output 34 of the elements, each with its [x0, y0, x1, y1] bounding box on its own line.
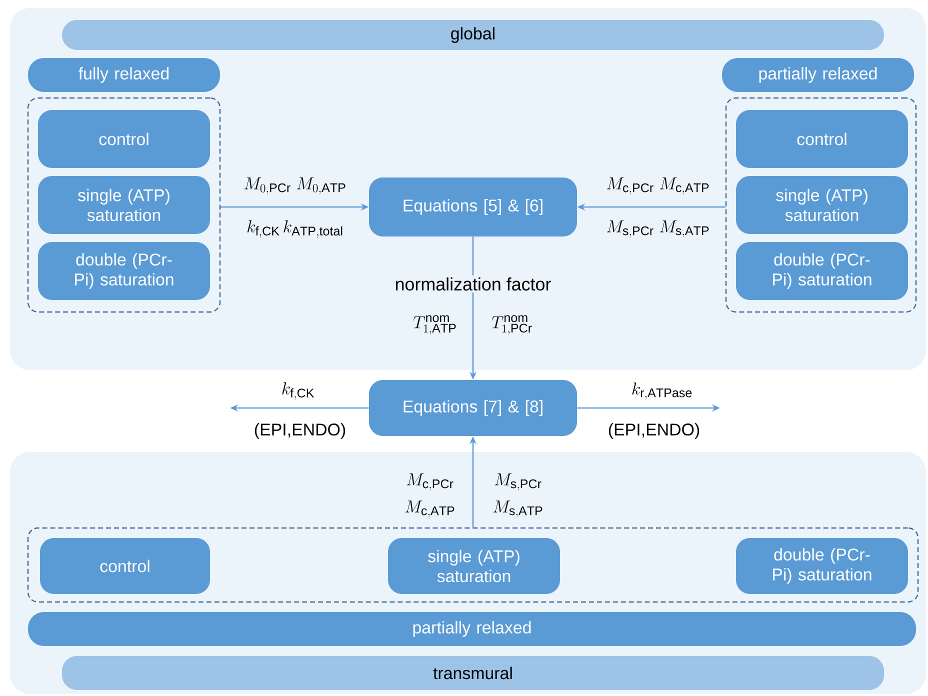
- formula-label: $M_{\mathrm{s,ATP}}$: [493, 500, 542, 518]
- dashed-group: [725, 97, 917, 313]
- process-box: single (ATP) saturation: [736, 176, 908, 234]
- header-band: global: [62, 20, 884, 50]
- process-box: single (ATP) saturation: [388, 538, 560, 594]
- edge-label: $M_{0,\mathrm{PCr}}\ M_{0,\mathrm{ATP}}$: [244, 178, 346, 194]
- header-band: partially relaxed: [28, 612, 916, 646]
- process-box: double (PCr-Pi) saturation: [736, 538, 908, 594]
- edge-label: $k_{\mathrm{f,CK}}$: [282, 382, 314, 400]
- process-box: Equations [5] & [6]: [369, 178, 577, 236]
- dashed-group: [27, 527, 919, 603]
- process-box: control: [736, 110, 908, 168]
- formula-label: $M_{\mathrm{c,ATP}}$: [405, 500, 454, 518]
- formula-label: $k_{\mathrm{f,CK}}\,k_{\mathrm{ATP,total}}$: [247, 220, 342, 238]
- dashed-group: [27, 97, 221, 313]
- header-band: transmural: [62, 656, 884, 690]
- text-label: (EPI,ENDO): [608, 423, 700, 439]
- edge-label: $k_{\mathrm{r,ATPase}}$: [632, 382, 692, 400]
- process-box: control: [38, 110, 210, 168]
- edge-label: normalization factor: [392, 275, 554, 293]
- formula-label: $M_{\mathrm{s,PCr}}$: [494, 474, 542, 490]
- process-box: Equations [7] & [8]: [369, 380, 577, 436]
- formula-label: $M_{\mathrm{c,PCr}}$: [406, 474, 454, 490]
- formula-label: $T^{\mathrm{nom}}_{1,\mathrm{PCr}}$: [492, 315, 532, 335]
- formula-label: $M_{\mathrm{s,PCr}}\ M_{\mathrm{s,ATP}}$: [607, 220, 709, 238]
- text-label: (EPI,ENDO): [254, 423, 346, 439]
- process-box: single (ATP) saturation: [38, 176, 210, 234]
- header-band: fully relaxed: [28, 58, 220, 92]
- edge-label: $M_{\mathrm{c,PCr}}\ M_{\mathrm{c,ATP}}$: [607, 178, 709, 194]
- process-box: control: [40, 538, 210, 594]
- process-box: double (PCr-Pi) saturation: [736, 242, 908, 300]
- formula-label: $T^{\mathrm{nom}}_{1,\mathrm{ATP}}$: [413, 315, 456, 335]
- process-box: double (PCr-Pi) saturation: [38, 242, 210, 300]
- header-band: partially relaxed: [722, 58, 914, 92]
